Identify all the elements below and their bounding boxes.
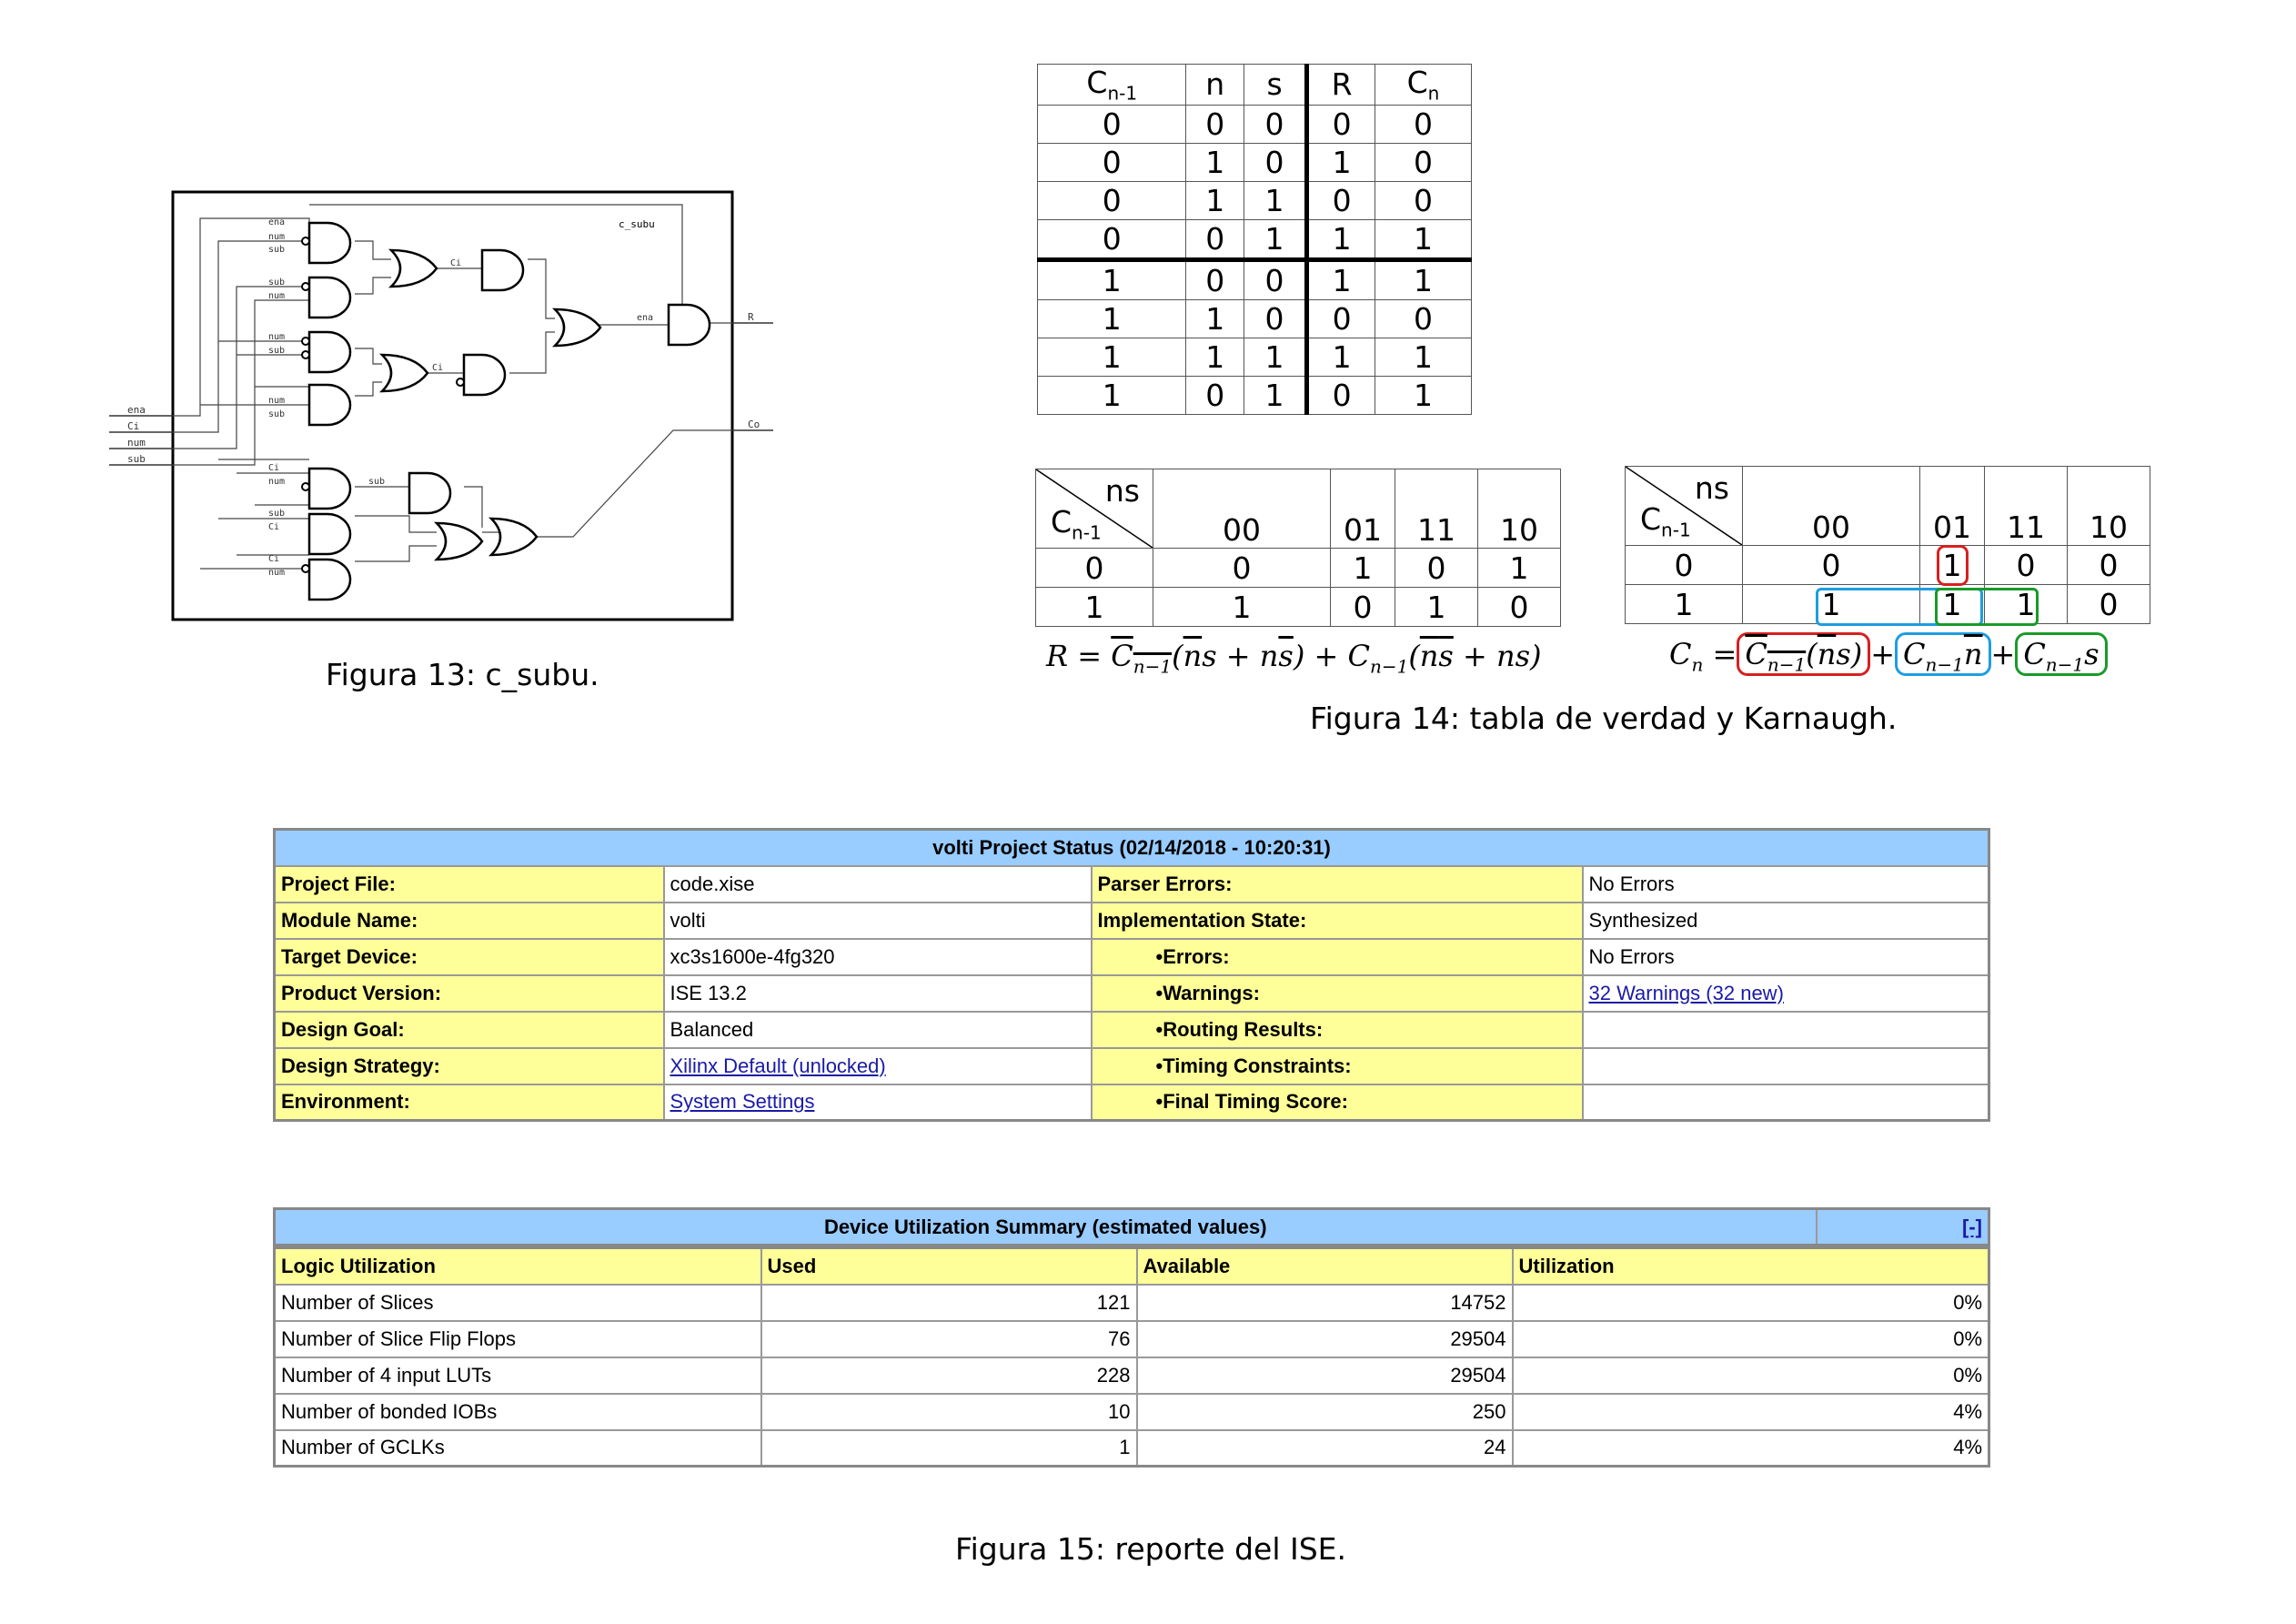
wire-label: Ci xyxy=(432,363,443,373)
table-row: Design Goal: Balanced •Routing Results: xyxy=(273,1010,1990,1049)
wire-label: num xyxy=(268,396,285,406)
kmap-col-10: 10 xyxy=(2067,466,2150,546)
kmap-col-11: 11 xyxy=(1984,466,2068,546)
table-row: Number of Slice Flip Flops 76 29504 0% xyxy=(273,1319,1990,1358)
kmap-col-10: 10 xyxy=(1477,469,1561,549)
output-label-co: Co xyxy=(748,419,760,430)
project-status-title: volti Project Status (02/14/2018 - 10:20… xyxy=(273,828,1990,867)
table-row: 0 0 1 0 1 xyxy=(1035,548,1561,588)
device-utilization-body: Logic Utilization Used Available Utiliza… xyxy=(273,1246,1990,1468)
header-r: R xyxy=(1304,64,1375,106)
input-label-sub: sub xyxy=(127,453,146,465)
figure-14-caption: Figura 14: tabla de verdad y Karnaugh. xyxy=(1310,701,1898,736)
wire-label: Ci xyxy=(268,463,279,473)
kmap-corner: ns Cn-1 xyxy=(1625,466,1743,546)
input-label-ena: ena xyxy=(127,404,146,416)
input-label-num: num xyxy=(127,437,146,449)
warnings-link[interactable]: 32 Warnings (32 new) xyxy=(1588,981,1784,1004)
wire-label: sub xyxy=(268,277,285,287)
table-row: 1 1 0 1 0 xyxy=(1035,587,1561,627)
table-row: 0 0 1 0 0 xyxy=(1625,544,2150,586)
wire-label: sub xyxy=(268,509,285,519)
wire-label: sub xyxy=(268,409,285,419)
collapse-toggle[interactable]: [-] xyxy=(1962,1215,1982,1238)
table-row: 1 1 1 1 0 xyxy=(1625,584,2150,626)
table-row: Number of bonded IOBs 10 250 4% xyxy=(273,1392,1990,1431)
karnaugh-map-r: ns Cn-1 00 01 11 10 0 0 1 0 1 1 1 0 1 0 xyxy=(1035,469,1561,627)
wire-label: Ci xyxy=(268,554,279,564)
kmap-row-var: Cn-1 xyxy=(1051,504,1102,544)
output-label-r: R xyxy=(748,311,754,323)
wire-label: Ci xyxy=(450,258,461,268)
design-strategy-link[interactable]: Xilinx Default (unlocked) xyxy=(670,1054,886,1077)
system-settings-link[interactable]: System Settings xyxy=(670,1090,815,1114)
figure-15-caption: Figura 15: reporte del ISE. xyxy=(955,1531,1346,1567)
karnaugh-map-cn: ns Cn-1 00 01 11 10 0 0 1 0 0 1 1 1 1 0 xyxy=(1625,466,2150,626)
device-utilization-table: Device Utilization Summary (estimated va… xyxy=(273,1207,1990,1246)
table-row: Environment: System Settings •Final Timi… xyxy=(273,1083,1990,1122)
wire-label: num xyxy=(268,232,285,242)
kmap-col-11: 11 xyxy=(1395,469,1478,549)
table-row: Number of 4 input LUTs 228 29504 0% xyxy=(273,1356,1990,1395)
table-row: Module Name: volti Implementation State:… xyxy=(273,901,1990,940)
kmap-col-01: 01 xyxy=(1919,466,1985,546)
kmap-col-var: ns xyxy=(1104,473,1140,509)
kmap-col-01: 01 xyxy=(1330,469,1395,549)
header-s: s xyxy=(1243,64,1308,106)
table-row: Design Strategy: Xilinx Default (unlocke… xyxy=(273,1046,1990,1085)
wire-label: sub xyxy=(368,477,385,487)
formula-cn: Cn =Cn−1(ns)+Cn−1n+Cn−1s xyxy=(1669,632,2108,676)
c-subu-schematic: c_subu ena Ci num sub R Co xyxy=(109,190,773,621)
utilization-header: Logic Utilization Used Available Utiliza… xyxy=(273,1246,1990,1286)
kmap-group-red: 1 xyxy=(1936,544,1969,586)
kmap-col-var: ns xyxy=(1694,470,1729,506)
project-status-table: volti Project Status (02/14/2018 - 10:20… xyxy=(273,828,1990,1122)
input-label-ci: Ci xyxy=(127,420,139,432)
header-n: n xyxy=(1185,64,1244,106)
table-row: Number of Slices 121 14752 0% xyxy=(273,1283,1990,1322)
header-cn-1: Cn-1 xyxy=(1036,64,1187,106)
table-row: Project File: code.xise Parser Errors: N… xyxy=(273,864,1990,903)
truth-table-header: Cn-1 n s R Cn xyxy=(1036,64,1473,106)
figure-13-caption: Figura 13: c_subu. xyxy=(326,657,599,692)
wire-label: num xyxy=(268,332,285,342)
kmap-row-var: Cn-1 xyxy=(1640,501,1691,541)
wire-label: num xyxy=(268,568,285,578)
formula-r: R = Cn−1(ns + ns) + Cn−1(ns + ns) xyxy=(1046,639,1542,678)
kmap-corner: ns Cn-1 xyxy=(1035,469,1153,549)
wire-label: ena xyxy=(268,217,285,227)
table-row: Product Version: ISE 13.2 •Warnings: 32 … xyxy=(273,973,1990,1013)
wire-label: num xyxy=(268,477,285,487)
utilization-title: Device Utilization Summary (estimated va… xyxy=(273,1207,1818,1246)
table-row: Number of GCLKs 1 24 4% xyxy=(273,1428,1990,1468)
wire-label: sub xyxy=(268,346,285,356)
kmap-group-green xyxy=(1935,588,2039,626)
table-row: Target Device: xc3s1600e-4fg320 •Errors:… xyxy=(273,937,1990,976)
header-cn: Cn xyxy=(1374,64,1473,106)
wire-label: ena xyxy=(637,313,653,323)
wire-label: num xyxy=(268,291,285,301)
schematic-title: c_subu xyxy=(619,218,655,230)
kmap-col-00: 00 xyxy=(1153,469,1331,549)
kmap-col-00: 00 xyxy=(1742,466,1920,546)
wire-label: sub xyxy=(268,245,285,255)
wire-label: Ci xyxy=(268,522,279,532)
